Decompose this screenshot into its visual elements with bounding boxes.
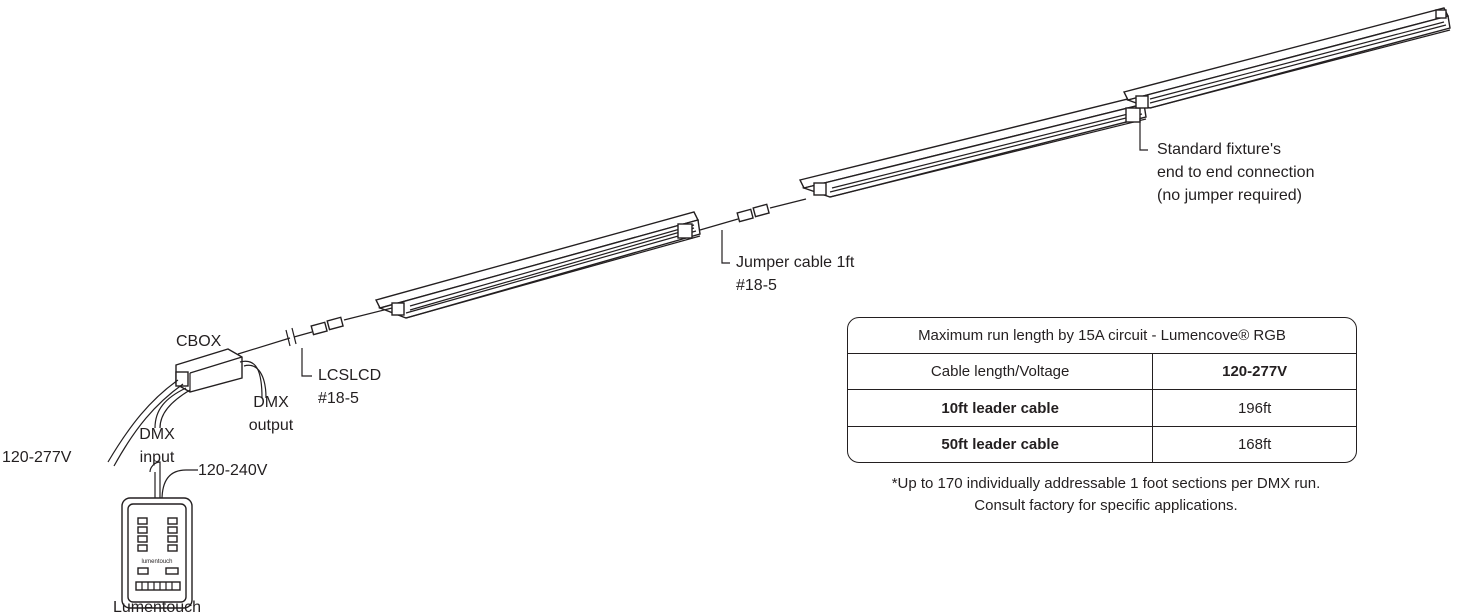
lumentouch-controller: lumentouch — [121, 497, 193, 609]
table-header-voltage: 120-277V — [1152, 352, 1356, 391]
label-lcslcd-2: #18-5 — [318, 390, 359, 407]
footnote: *Up to 170 individually addressable 1 fo… — [800, 473, 1412, 517]
controller-buttons — [135, 517, 181, 591]
fixture-1 — [374, 211, 701, 319]
label-voltage-controller: 120-240V — [198, 462, 268, 479]
fixture-3 — [1122, 7, 1451, 109]
cbox-unit — [175, 307, 393, 393]
label-dmx-input-2: input — [140, 449, 175, 466]
table-header-cable: Cable length/Voltage — [848, 352, 1154, 391]
label-dmx-input-1: DMX — [139, 426, 175, 443]
table-row-value: 168ft — [1152, 425, 1356, 462]
table-row-label: 10ft leader cable — [848, 389, 1154, 427]
label-jumper-cable-1: Jumper cable 1ft — [736, 254, 855, 271]
table-row-value: 196ft — [1152, 389, 1356, 427]
table-row-label: 50ft leader cable — [848, 425, 1154, 462]
label-standard-fixture-2: end to end connection — [1157, 164, 1314, 181]
label-dmx-output-1: DMX — [253, 394, 289, 411]
jumper-cable — [699, 198, 807, 231]
label-jumper-cable-2: #18-5 — [736, 277, 777, 294]
controller-face-text: lumentouch — [141, 559, 172, 565]
label-lcslcd-1: LCSLCD — [318, 367, 381, 384]
cbox-cables — [107, 360, 267, 501]
footnote-line-2: Consult factory for specific application… — [974, 497, 1238, 514]
label-lumentouch: Lumentouch — [113, 599, 201, 614]
label-cbox: CBOX — [176, 333, 222, 350]
table-title: Maximum run length by 15A circuit - Lume… — [848, 318, 1356, 354]
label-dmx-output-2: output — [249, 417, 294, 434]
label-voltage-main: 120-277V — [2, 449, 72, 466]
label-standard-fixture-1: Standard fixture's — [1157, 141, 1281, 158]
footnote-line-1: *Up to 170 individually addressable 1 fo… — [891, 475, 1321, 492]
fixture-2 — [798, 95, 1147, 198]
run-length-table: Maximum run length by 15A circuit - Lume… — [847, 317, 1357, 463]
label-standard-fixture-3: (no jumper required) — [1157, 187, 1302, 204]
leader-lines — [301, 118, 1148, 377]
